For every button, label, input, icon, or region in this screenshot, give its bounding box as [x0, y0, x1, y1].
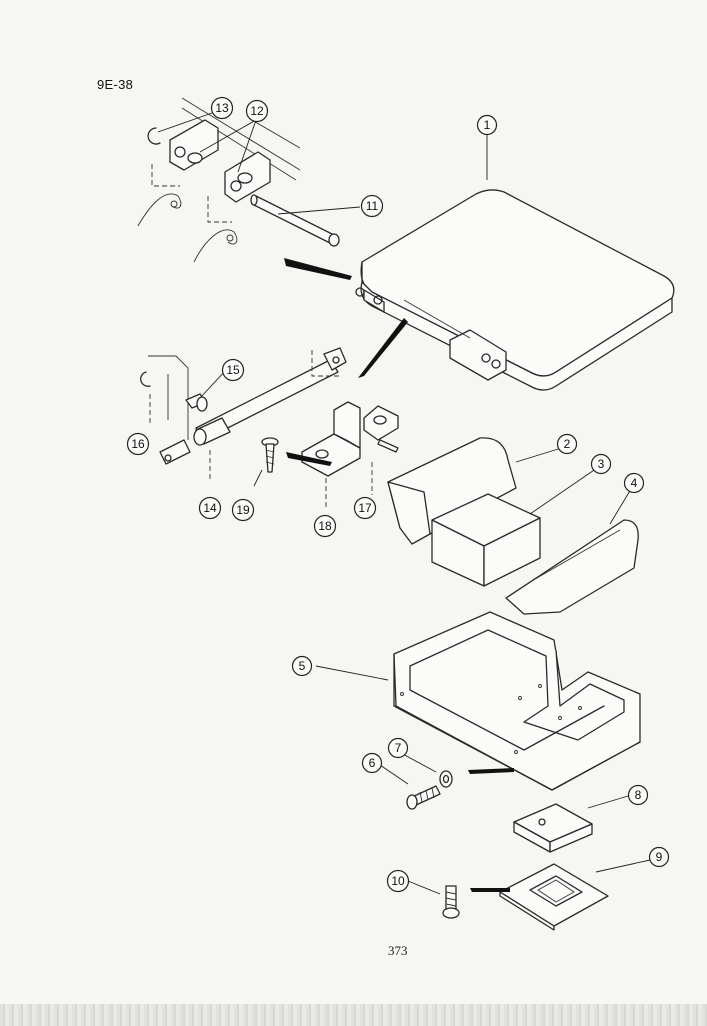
svg-text:6: 6: [369, 756, 376, 770]
svg-text:8: 8: [635, 788, 642, 802]
callout-14: 14: [198, 496, 222, 520]
svg-text:7: 7: [395, 741, 402, 755]
callout-5: 5: [291, 655, 313, 677]
callout-16: 16: [126, 432, 150, 456]
svg-text:15: 15: [226, 363, 240, 377]
callout-4: 4: [623, 472, 645, 494]
svg-text:13: 13: [215, 101, 229, 115]
hinge-bracket-assembly: [137, 97, 340, 263]
page-number: 373: [388, 943, 408, 958]
screw-and-washer: [406, 770, 453, 810]
svg-text:5: 5: [299, 659, 306, 673]
figure-label: 9E-38: [97, 77, 134, 92]
callout-2: 2: [556, 433, 578, 455]
svg-text:19: 19: [236, 503, 250, 517]
callout-3: 3: [590, 453, 612, 475]
svg-text:12: 12: [250, 104, 264, 118]
svg-text:10: 10: [391, 874, 405, 888]
svg-text:16: 16: [131, 437, 145, 451]
seat-panel: [355, 189, 675, 391]
svg-text:2: 2: [564, 437, 571, 451]
leader-lines: [157, 112, 651, 895]
scan-edge-strip: [0, 1004, 707, 1026]
callout-10: 10: [386, 869, 410, 893]
assembly-arrows: [284, 258, 514, 892]
svg-text:3: 3: [598, 457, 605, 471]
screw-10: [442, 885, 460, 919]
callout-11: 11: [360, 194, 384, 218]
cushion-parts: [387, 437, 639, 615]
callout-18: 18: [313, 514, 337, 538]
callout-8: 8: [627, 784, 649, 806]
callout-7: 7: [387, 737, 409, 759]
svg-text:11: 11: [366, 199, 379, 213]
callout-6: 6: [361, 752, 383, 774]
svg-text:1: 1: [484, 118, 491, 132]
callout-12: 12: [245, 99, 269, 123]
callout-1: 1: [476, 114, 498, 136]
callouts: 1 2 3 4 5 6 7 8 9 10 11 12 13 14 15 16 1…: [126, 96, 670, 893]
callout-9: 9: [648, 846, 670, 868]
mounting-plate: [513, 803, 593, 853]
seat-base-tray: [393, 611, 641, 791]
callout-13: 13: [210, 96, 234, 120]
base-plate: [499, 863, 609, 931]
svg-text:18: 18: [318, 519, 332, 533]
gas-strut-assembly: [140, 347, 399, 510]
svg-text:14: 14: [203, 501, 217, 515]
svg-text:17: 17: [358, 501, 372, 515]
callout-15: 15: [221, 358, 245, 382]
callout-17: 17: [353, 496, 377, 520]
callout-19: 19: [231, 498, 255, 522]
svg-text:9: 9: [656, 850, 663, 864]
svg-text:4: 4: [631, 476, 638, 490]
